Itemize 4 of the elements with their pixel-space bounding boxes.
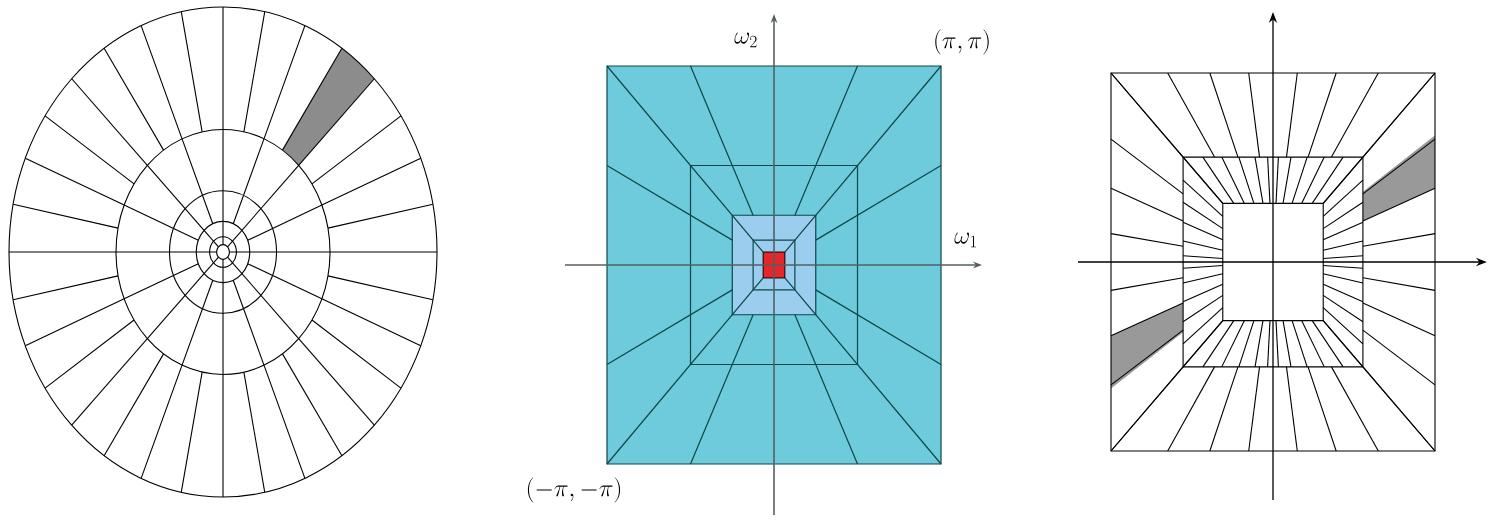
corner-label: $(\pi,\pi)$: [935, 29, 989, 55]
axis-label: $\omega_1$: [954, 232, 976, 248]
corner-label: $(-\pi,-\pi)$: [527, 477, 621, 503]
axis-label: $\omega_2$: [734, 32, 757, 48]
